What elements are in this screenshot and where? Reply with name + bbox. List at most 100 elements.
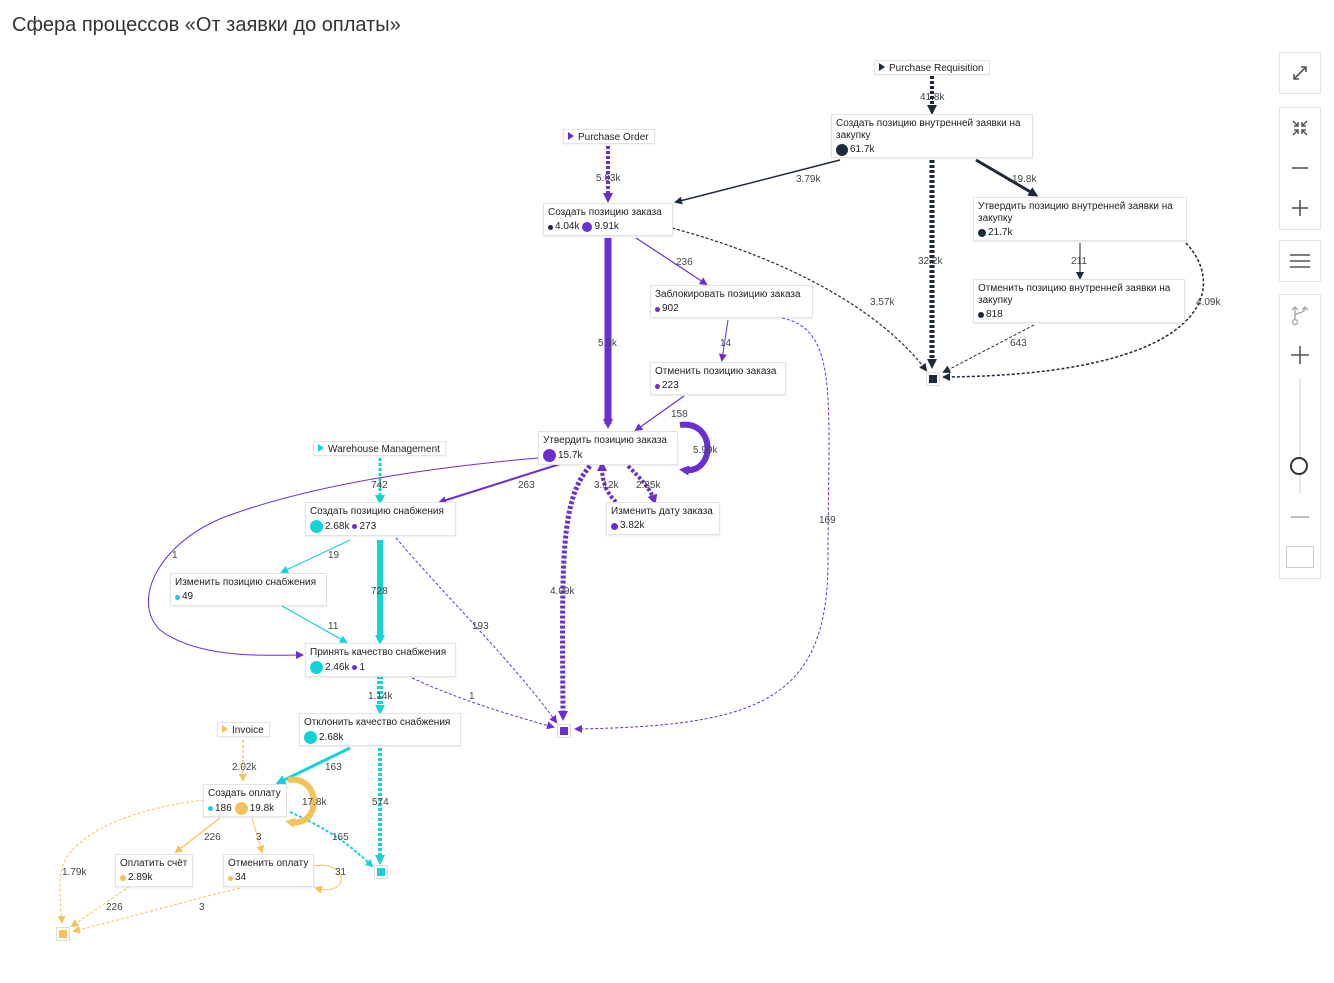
play-icon bbox=[222, 725, 228, 734]
menu-button[interactable] bbox=[1280, 241, 1320, 281]
start-invoice[interactable]: Invoice bbox=[217, 722, 270, 737]
detail-slider[interactable] bbox=[1280, 375, 1320, 497]
node-create-requisition[interactable]: Создать позицию внутренней заявки на зак… bbox=[831, 114, 1033, 158]
node-count: 21.7k bbox=[988, 227, 1013, 238]
start-purchase-order[interactable]: Purchase Order bbox=[563, 129, 655, 144]
edge-label: 2.85k bbox=[636, 480, 661, 491]
end-node-order bbox=[558, 725, 570, 737]
minus-icon bbox=[1291, 516, 1309, 518]
edge-label: 17.8k bbox=[302, 797, 327, 808]
node-title: Отменить позицию внутренней заявки на за… bbox=[978, 283, 1171, 306]
node-pay-invoice[interactable]: Оплатить счёт 2.89k bbox=[115, 854, 193, 887]
edge-accept-to-end bbox=[411, 677, 555, 730]
edge-approve-to-end bbox=[942, 242, 1205, 381]
node-title: Отменить позицию заказа bbox=[655, 366, 777, 377]
edge-payment-to-pay bbox=[174, 817, 221, 854]
edge-po-to-block bbox=[635, 237, 708, 286]
node-reject-quality[interactable]: Отклонить качество снабжения 2.68k bbox=[299, 713, 461, 746]
slider-thumb[interactable] bbox=[1290, 457, 1308, 475]
node-title: Принять качество снабжения bbox=[310, 647, 447, 658]
expand-icon bbox=[1293, 66, 1307, 80]
node-count: 223 bbox=[662, 380, 679, 391]
node-count: 15.7k bbox=[558, 449, 583, 461]
edge-label: 2.02k bbox=[232, 762, 257, 773]
node-count: 34 bbox=[235, 872, 247, 883]
edge-date-to-approve bbox=[597, 461, 618, 504]
branch-button[interactable] bbox=[1280, 295, 1320, 335]
menu-icon bbox=[1290, 254, 1310, 268]
start-warehouse-management[interactable]: Warehouse Management bbox=[313, 441, 446, 456]
end-node-invoice bbox=[57, 928, 69, 940]
edge-label: 643 bbox=[1010, 338, 1027, 349]
edge-label: 4.09k bbox=[550, 586, 575, 597]
edge-label: 163 bbox=[325, 762, 342, 773]
edge-cancelreq-to-end bbox=[942, 324, 1035, 373]
edge-label: 3.12k bbox=[594, 480, 619, 491]
edge-label: 236 bbox=[676, 257, 693, 268]
edge-approve-self bbox=[679, 421, 711, 476]
slider-plus-button[interactable] bbox=[1280, 335, 1320, 375]
edge-label: 165 bbox=[332, 832, 349, 843]
node-approve-order[interactable]: Утвердить позицию заказа 15.7k bbox=[538, 431, 678, 465]
edge-label: 1.14k bbox=[368, 691, 393, 702]
edge-label: 1.79k bbox=[62, 867, 87, 878]
count-dot bbox=[978, 312, 984, 318]
edge-block-to-cancel bbox=[718, 319, 729, 362]
edge-label: 32.2k bbox=[918, 256, 943, 267]
node-cancel-payment[interactable]: Отменить оплату 34 bbox=[223, 854, 314, 887]
edge-reject-to-payment bbox=[275, 746, 351, 785]
node-change-order-date[interactable]: Изменить дату заказа 3.82k bbox=[606, 502, 720, 535]
edge-payment-self bbox=[285, 776, 317, 828]
edge-payment-to-cancel bbox=[251, 817, 265, 854]
node-title: Утвердить позицию внутренней заявки на з… bbox=[978, 201, 1173, 224]
edge-label: 3.79k bbox=[796, 174, 821, 185]
node-title: Создать оплату bbox=[208, 788, 281, 799]
count-dot bbox=[655, 306, 660, 312]
zoom-in-button[interactable] bbox=[1280, 188, 1320, 228]
play-icon bbox=[318, 444, 324, 453]
count-dot bbox=[234, 802, 248, 815]
count-dot bbox=[543, 449, 556, 462]
edge-approve-to-accept bbox=[148, 457, 539, 660]
node-change-supply[interactable]: Изменить позицию снабжения 49 bbox=[170, 573, 327, 606]
node-count: 2.68k bbox=[325, 520, 350, 532]
node-count: 4.04k bbox=[555, 221, 580, 232]
toolbar-zoom-group bbox=[1279, 107, 1321, 230]
node-block-order[interactable]: Заблокировать позицию заказа 902 bbox=[650, 285, 813, 318]
zoom-out-button[interactable] bbox=[1280, 148, 1320, 188]
edge-label: 211 bbox=[1071, 256, 1087, 267]
node-cancel-order[interactable]: Отменить позицию заказа 223 bbox=[650, 362, 786, 395]
count-dot bbox=[978, 229, 986, 237]
edge-block-to-end bbox=[574, 317, 830, 733]
edge-label: 19.8k bbox=[1012, 174, 1037, 185]
edge-po-to-end bbox=[671, 227, 928, 372]
edge-approve-to-end bbox=[557, 464, 592, 721]
edge-label: 742 bbox=[371, 480, 388, 491]
edge-label: 158 bbox=[671, 409, 688, 420]
node-approve-requisition[interactable]: Утвердить позицию внутренней заявки на з… bbox=[973, 197, 1187, 241]
node-count: 9.91k bbox=[594, 221, 619, 232]
edge-payment-to-iend bbox=[57, 799, 205, 924]
legend-button[interactable] bbox=[1280, 537, 1320, 577]
end-node-warehouse bbox=[375, 866, 387, 878]
count-dot bbox=[836, 144, 848, 156]
node-title: Создать позицию снабжения bbox=[310, 506, 444, 517]
count-dot bbox=[304, 731, 317, 744]
node-cancel-requisition[interactable]: Отменить позицию внутренней заявки на за… bbox=[973, 279, 1185, 323]
slider-track bbox=[1299, 379, 1301, 493]
collapse-button[interactable] bbox=[1280, 108, 1320, 148]
slider-minus-button[interactable] bbox=[1280, 497, 1320, 537]
node-count: 2.89k bbox=[128, 872, 153, 883]
start-purchase-requisition[interactable]: Purchase Requisition bbox=[874, 60, 990, 75]
toolbar-menu-group bbox=[1279, 240, 1321, 282]
node-count: 3.82k bbox=[620, 520, 645, 531]
edge-label: 1 bbox=[469, 691, 475, 702]
count-dot bbox=[548, 224, 553, 230]
edge-supply-to-change bbox=[280, 539, 351, 574]
fit-screen-button[interactable] bbox=[1280, 53, 1320, 93]
node-title: Утвердить позицию заказа bbox=[543, 435, 667, 446]
